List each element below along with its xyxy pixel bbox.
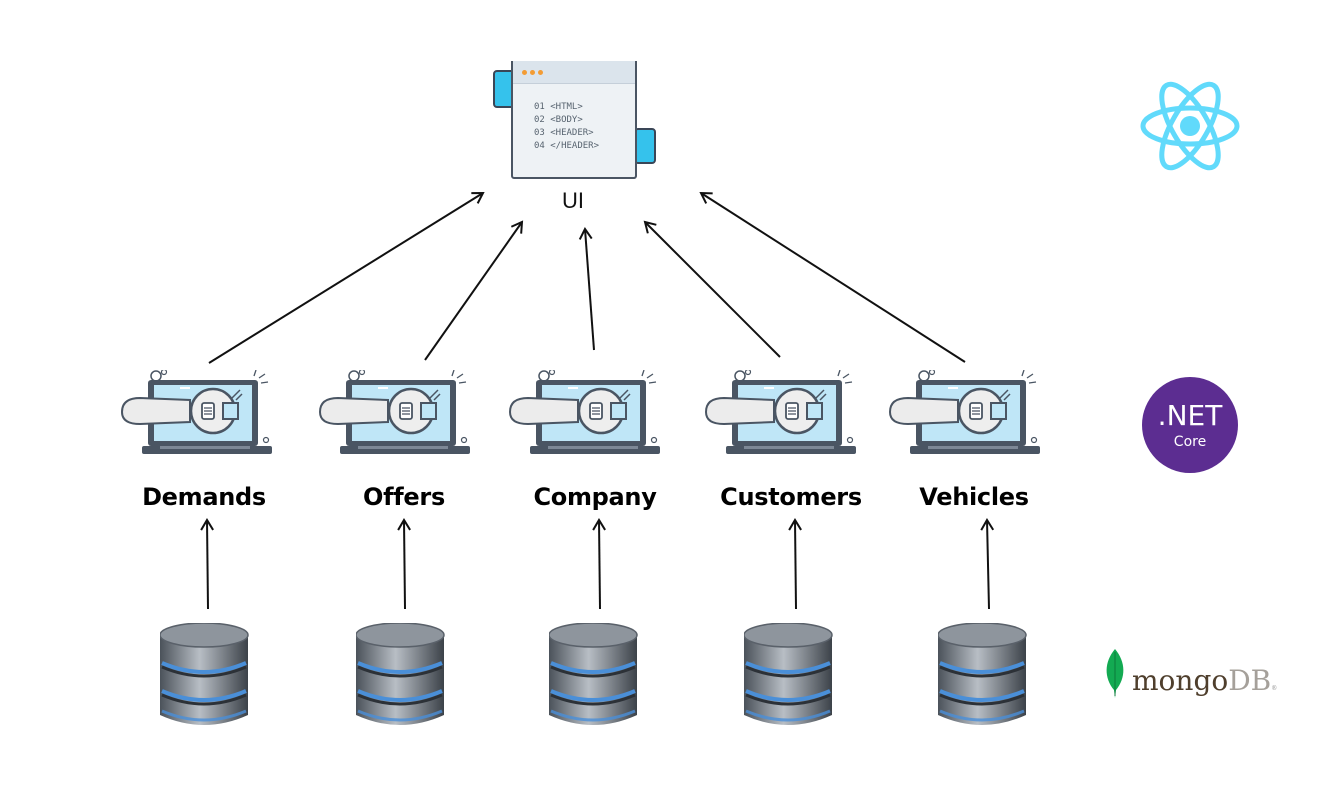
dotnet-core-logo-icon: .NET Core xyxy=(1142,377,1238,473)
service-label-demands: Demands xyxy=(142,483,266,511)
mongodb-leaf-icon xyxy=(1106,649,1124,698)
arrow-db-to-customers xyxy=(788,518,802,610)
code-line: 03 <HEADER> xyxy=(534,128,594,138)
database-cylinder-icon xyxy=(160,623,250,727)
database-cylinder-icon xyxy=(938,623,1028,727)
laptop-wrench-icon xyxy=(888,370,1042,456)
service-label-customers: Customers xyxy=(720,483,862,511)
mongodb-wordmark: mongoDB® xyxy=(1132,664,1277,697)
window-dot xyxy=(538,70,543,75)
window-dot xyxy=(522,70,527,75)
database-cylinder-icon xyxy=(549,623,639,727)
window-dot xyxy=(530,70,535,75)
react-logo-icon xyxy=(1140,81,1240,171)
mongodb-wordmark-mark: ® xyxy=(1271,685,1278,692)
service-label-company: Company xyxy=(533,483,657,511)
code-line: 01 <HTML> xyxy=(534,102,583,112)
dotnet-title: .NET xyxy=(1157,399,1223,432)
ui-label: UI xyxy=(562,188,584,213)
code-window-icon xyxy=(511,61,637,179)
arrow-db-to-company xyxy=(592,518,606,610)
mongodb-wordmark-db: DB xyxy=(1228,664,1272,697)
window-title-bar xyxy=(513,61,635,84)
dotnet-subtitle: Core xyxy=(1173,434,1207,450)
laptop-wrench-icon xyxy=(120,370,274,456)
arrow-company-to-ui xyxy=(578,227,595,351)
laptop-wrench-icon xyxy=(318,370,472,456)
arrow-offers-to-ui xyxy=(424,220,524,361)
service-label-vehicles: Vehicles xyxy=(919,483,1029,511)
code-line: 04 </HEADER> xyxy=(534,141,600,151)
arrow-db-to-offers xyxy=(397,518,411,610)
laptop-wrench-icon xyxy=(704,370,858,456)
arrow-customers-to-ui xyxy=(643,220,781,358)
arrow-db-to-vehicles xyxy=(980,518,995,610)
arrow-demands-to-ui xyxy=(208,191,485,364)
service-label-offers: Offers xyxy=(363,483,445,511)
arrow-db-to-demands xyxy=(200,518,214,610)
database-cylinder-icon xyxy=(356,623,446,727)
laptop-wrench-icon xyxy=(508,370,662,456)
ui-window-right-tab xyxy=(634,128,656,164)
arrow-vehicles-to-ui xyxy=(699,191,966,363)
code-line: 02 <BODY> xyxy=(534,115,583,125)
database-cylinder-icon xyxy=(744,623,834,727)
mongodb-wordmark-main: mongo xyxy=(1132,664,1229,697)
code-snippet: 01 <HTML> 02 <BODY> 03 <HEADER> 04 </HEA… xyxy=(534,101,599,153)
